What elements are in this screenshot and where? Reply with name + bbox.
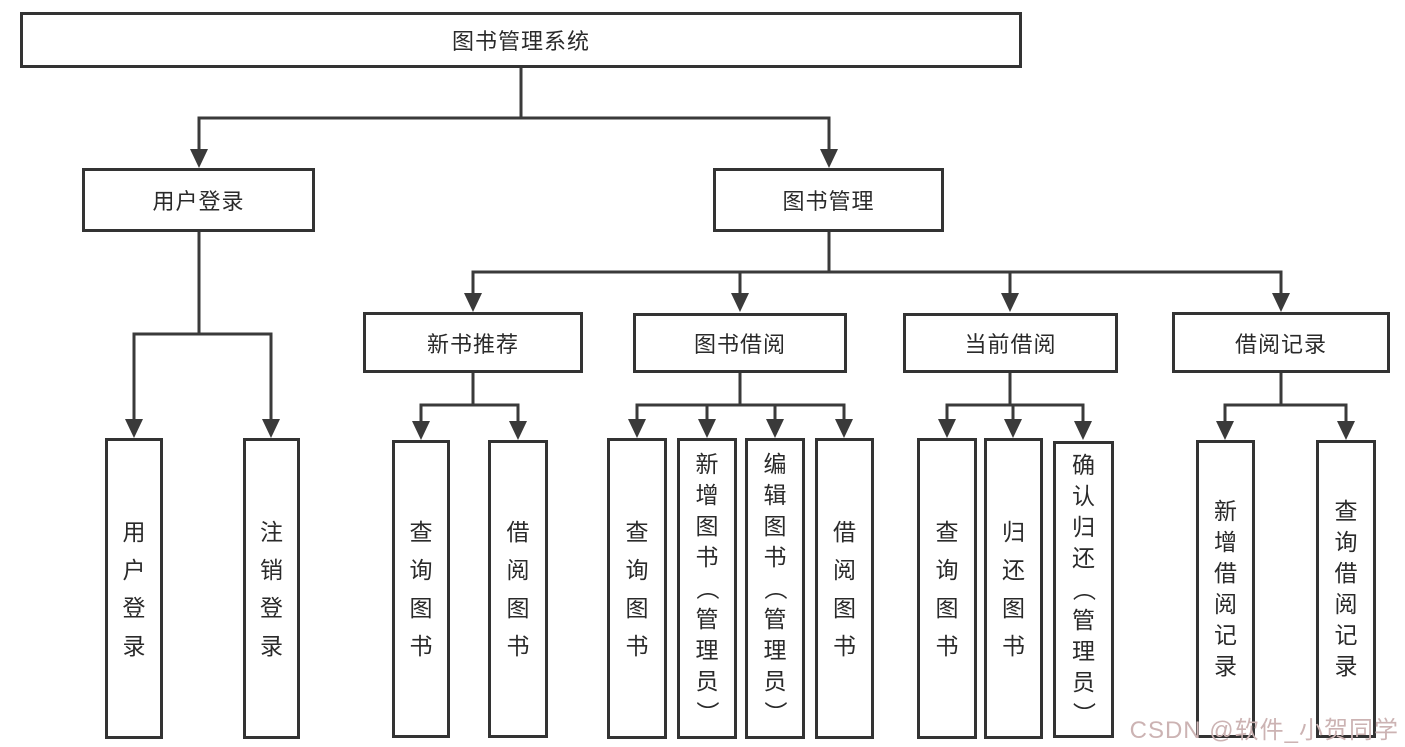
connector	[132, 332, 273, 419]
arrowhead-icon	[412, 421, 430, 440]
arrowhead-icon	[1004, 419, 1022, 438]
node-user-login: 用户登录	[82, 168, 315, 232]
connector	[635, 403, 846, 421]
arrowhead-icon	[698, 419, 716, 438]
connector	[197, 116, 831, 149]
arrowhead-icon	[1337, 421, 1355, 440]
arrowhead-icon	[125, 419, 143, 438]
node-new-book-recommend: 新书推荐	[363, 312, 583, 373]
node-book-management: 图书管理	[713, 168, 944, 232]
leaf-user-login: 用户登录	[105, 438, 163, 739]
connector	[1223, 403, 1348, 421]
node-borrow-records: 借阅记录	[1172, 312, 1390, 373]
arrowhead-icon	[1272, 293, 1290, 312]
leaf-return-books: 归还图书	[984, 438, 1043, 739]
arrowhead-icon	[835, 419, 853, 438]
leaf-query-books-borrowing: 查询图书	[607, 438, 667, 739]
arrowhead-icon	[628, 419, 646, 438]
leaf-add-books-admin: 新增图书（管理员）	[677, 438, 737, 739]
connector	[471, 270, 1283, 294]
arrowhead-icon	[1074, 421, 1092, 440]
arrowhead-icon	[509, 421, 527, 440]
leaf-add-borrow-record: 新增借阅记录	[1196, 440, 1255, 738]
leaf-query-borrow-record: 查询借阅记录	[1316, 440, 1376, 738]
leaf-confirm-return-admin: 确认归还（管理员）	[1053, 441, 1114, 738]
arrowhead-icon	[464, 293, 482, 312]
node-book-borrowing: 图书借阅	[633, 313, 847, 373]
node-root-system: 图书管理系统	[20, 12, 1022, 68]
arrowhead-icon	[262, 419, 280, 438]
arrowhead-icon	[190, 149, 208, 168]
csdn-watermark: CSDN @软件_小贺同学	[1129, 717, 1399, 744]
arrowhead-icon	[938, 419, 956, 438]
leaf-query-books-recommend: 查询图书	[392, 440, 450, 738]
leaf-query-books-current: 查询图书	[917, 438, 977, 739]
leaf-borrow-books-borrowing: 借阅图书	[815, 438, 874, 739]
leaf-edit-books-admin: 编辑图书（管理员）	[745, 438, 805, 739]
connector	[945, 403, 1085, 421]
arrowhead-icon	[731, 293, 749, 312]
arrowhead-icon	[766, 419, 784, 438]
arrowhead-icon	[1216, 421, 1234, 440]
node-current-borrowing: 当前借阅	[903, 313, 1118, 373]
arrowhead-icon	[1001, 293, 1019, 312]
leaf-logout: 注销登录	[243, 438, 300, 739]
leaf-borrow-books-recommend: 借阅图书	[488, 440, 548, 738]
connector	[419, 403, 520, 421]
arrowhead-icon	[820, 149, 838, 168]
